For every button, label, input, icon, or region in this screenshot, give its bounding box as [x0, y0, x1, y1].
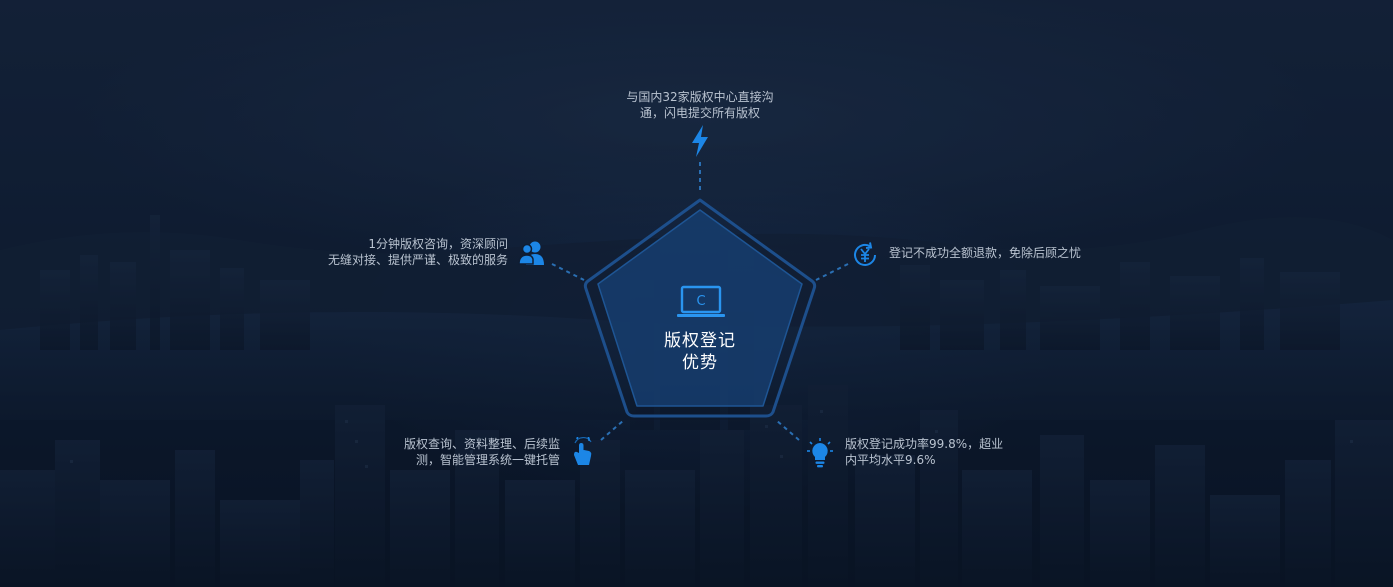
center-title-line1: 版权登记	[664, 331, 736, 351]
connector-bottom-left	[600, 419, 625, 441]
hand-pointer-icon	[574, 437, 592, 465]
center-title: 版权登记 优势	[600, 330, 800, 374]
center-title-line2: 优势	[682, 353, 718, 373]
pentagon-inner	[597, 209, 803, 407]
feature-left-text: 1分钟版权咨询，资深顾问 无缝对接、提供严谨、极致的服务	[327, 237, 508, 267]
lightning-icon	[692, 125, 708, 157]
feature-bottom-left-text: 版权查询、资料整理、后续监 测，智能管理系统一键托管	[403, 437, 560, 467]
lightbulb-icon	[807, 438, 833, 468]
feature-top-text: 与国内32家版权中心直接沟 通，闪电提交所有版权	[626, 90, 774, 120]
yen-refund-icon	[854, 242, 876, 266]
connector-left	[551, 263, 585, 281]
feature-bottom-right-text: 版权登记成功率99.8%，超业 内平均水平9.6%	[845, 437, 1004, 467]
svg-text:C: C	[696, 294, 705, 309]
pentagon-outer	[583, 198, 817, 418]
users-icon	[518, 241, 544, 265]
connector-bottom-right	[775, 419, 800, 441]
connector-right	[815, 263, 849, 281]
laptop-icon: C	[677, 285, 725, 317]
feature-right-text: 登记不成功全额退款，免除后顾之忧	[889, 246, 1082, 260]
